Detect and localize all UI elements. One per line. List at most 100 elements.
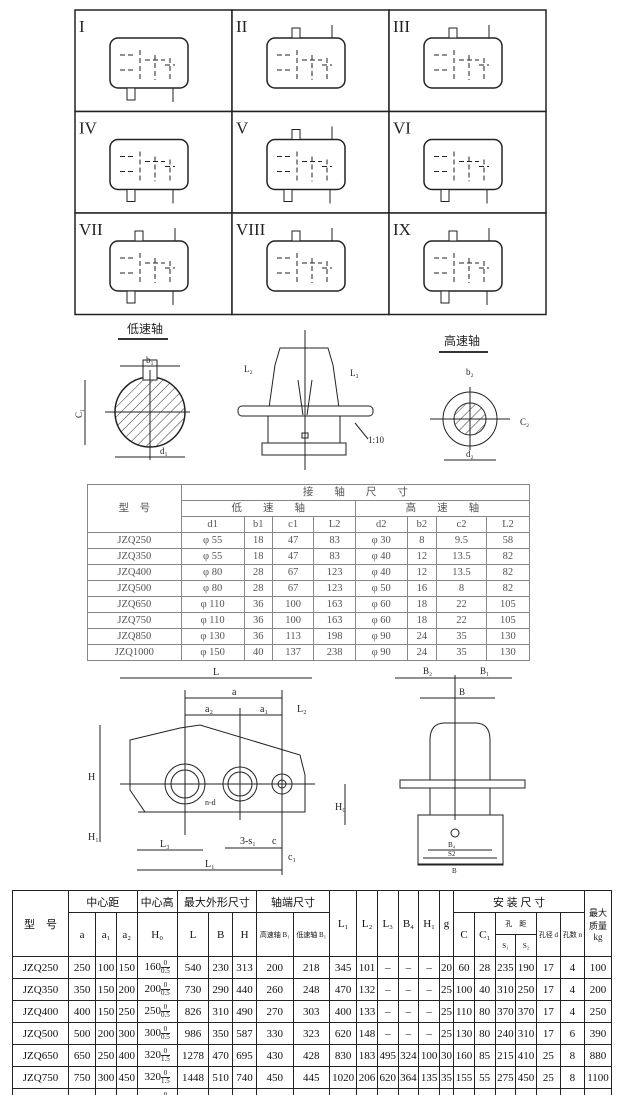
col-header-model: 型 号 (87, 484, 182, 533)
cell-B1h: 330 (256, 1022, 294, 1045)
table-cell: 35 (436, 628, 487, 645)
cell-B1h: 270 (256, 1000, 294, 1023)
tolerance-upper: 0 (163, 959, 168, 967)
cell-B1l: 303 (292, 1000, 330, 1023)
table-cell: 113 (271, 628, 315, 645)
cell-B: 290 (208, 978, 234, 1001)
cell-d: 17 (535, 978, 561, 1001)
H-label: H (88, 772, 95, 783)
cell-kg: 200 (584, 978, 612, 1001)
cell-B1h: 510 (256, 1088, 294, 1095)
col-header-group: 接 轴 尺 寸 (180, 484, 531, 501)
cell-B4: 324 (397, 1044, 420, 1067)
col-header: d2 (354, 516, 408, 533)
cell-B: 470 (208, 1044, 234, 1067)
cell-B1l: 445 (292, 1066, 330, 1089)
low-speed-shaft-section: 低速轴 b₁ C₁ d₁ (74, 321, 190, 460)
table-cell: 12 (406, 548, 438, 565)
cell-L: 826 (176, 1000, 210, 1023)
high-speed-shaft-section: 高速轴 b₂ C₂ d₂ (430, 333, 529, 461)
cell-S1: 310 (494, 978, 517, 1001)
table-cell: 18 (406, 612, 438, 629)
cell-g: 38 (438, 1088, 455, 1095)
table-cell: 58 (485, 532, 531, 549)
table-cell: 163 (313, 612, 356, 629)
table-cell: 16 (406, 580, 438, 597)
col-header-S2: S₂ (515, 934, 537, 957)
table-cell: 82 (485, 580, 531, 597)
cell-n: 8 (559, 1066, 586, 1089)
main-dimension-table: 型 号 中心距 中心高 最大外形尺寸 轴端尺寸 L₁ L₂ L₃ B₄ H₁ g… (12, 890, 612, 1095)
cell-L2: 148 (356, 1022, 378, 1045)
cell-L1: 1020 (328, 1066, 358, 1089)
taper-label: 1:10 (368, 435, 385, 445)
table-cell: 36 (243, 596, 273, 613)
table-cell: JZQ400 (87, 564, 182, 581)
B-base-label: B (452, 867, 457, 875)
cell-kg: 1500 (584, 1088, 612, 1095)
cell-L2: 206 (356, 1066, 378, 1089)
cell-S1: 275 (494, 1066, 517, 1089)
cell-B1h: 430 (256, 1044, 294, 1067)
cell-L: 540 (176, 956, 210, 979)
cell-L: 730 (176, 978, 210, 1001)
L1-label: L₁ (205, 859, 215, 870)
B2-label: B₂ (423, 666, 432, 676)
col-header-center-distance: 中心距 (68, 890, 138, 913)
col-header-install: 安 装 尺 寸 (453, 890, 585, 913)
arrangement-cell: I (74, 9, 233, 113)
cell-H: 490 (232, 1000, 257, 1023)
cell-L3: 620 (376, 1066, 399, 1089)
cell-H0: 40001.5 (136, 1088, 178, 1095)
cell-S1: 300 (494, 1088, 517, 1095)
table-cell: 67 (271, 564, 315, 581)
table-cell: 35 (436, 644, 487, 661)
arrangement-label: III (393, 17, 410, 36)
table-cell: 82 (485, 548, 531, 565)
arrangement-cell: VIII (231, 212, 390, 316)
cell-H: 587 (232, 1022, 257, 1045)
col-header-C1: C₁ (473, 912, 496, 957)
cell-L3: – (376, 1000, 399, 1023)
cell-L1: 620 (328, 1022, 358, 1045)
cell-g: 30 (438, 1044, 455, 1067)
cell-C1: 75 (473, 1088, 496, 1095)
cell-C: 130 (453, 1022, 475, 1045)
cell-L2: 133 (356, 1000, 378, 1023)
cell-L3: 495 (376, 1044, 399, 1067)
cell-a: 85 (67, 1088, 97, 1095)
cell-model: JZQ350 (12, 978, 69, 1001)
c-label: c (272, 836, 277, 847)
col-header-S1: S₁ (494, 934, 517, 957)
arrangement-label: IV (79, 119, 98, 138)
table-cell: 67 (271, 580, 315, 597)
cell-L2: 132 (356, 978, 378, 1001)
cell-B: 350 (208, 1022, 234, 1045)
table-cell: 18 (406, 596, 438, 613)
table-cell: 13.5 (436, 548, 487, 565)
cell-B4: – (397, 978, 420, 1001)
L3-dim-label: L₃ (160, 839, 170, 850)
cell-H1: – (418, 1000, 440, 1023)
cell-a: 250 (67, 956, 97, 979)
d1-label: d₁ (160, 446, 168, 456)
H0-value: 400 (145, 1093, 162, 1095)
table-cell: 137 (271, 644, 315, 661)
d2-label: d₂ (466, 449, 474, 459)
cell-kg: 100 (584, 956, 612, 979)
cell-S1: 235 (494, 956, 517, 979)
cell-C1: 85 (473, 1044, 496, 1067)
cell-a: 650 (67, 1044, 97, 1067)
col-header-a1: a₁ (95, 912, 117, 957)
cell-a2: 450 (115, 1066, 138, 1089)
table-cell: 105 (485, 612, 531, 629)
tolerance-upper: 0 (163, 981, 168, 989)
